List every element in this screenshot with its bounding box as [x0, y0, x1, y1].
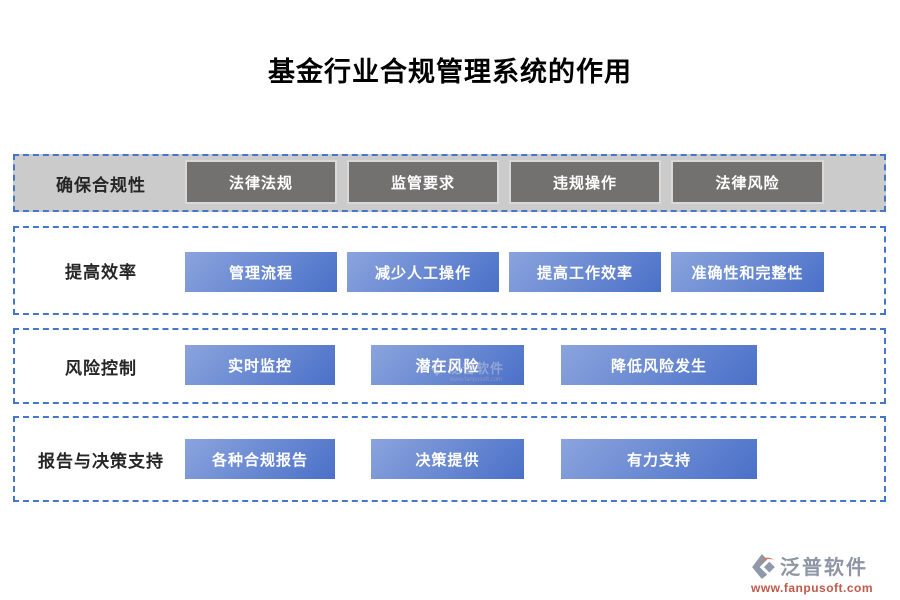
fanpu-logo-lockup: 泛普软件: [751, 551, 873, 580]
row-improve-efficiency: 提高效率 管理流程 减少人工操作 提高工作效率 准确性和完整性: [13, 226, 886, 315]
block-button: 准确性和完整性: [671, 252, 824, 292]
block-button: 提高工作效率: [509, 252, 661, 292]
block-button: 监管要求: [347, 160, 499, 204]
block-button: 各种合规报告: [185, 439, 335, 479]
block-button: 违规操作: [509, 160, 661, 204]
page-title: 基金行业合规管理系统的作用: [268, 57, 632, 87]
fanpu-logo-icon: [752, 553, 775, 579]
row-label: 报告与决策支持: [38, 451, 164, 471]
block-button: 法律风险: [671, 160, 824, 204]
block-button: 实时监控: [185, 345, 335, 385]
block-button: 有力支持: [561, 439, 757, 479]
row-risk-control: 风险控制 实时监控 潜在风险 降低风险发生: [13, 328, 886, 404]
block-button: 决策提供: [371, 439, 524, 479]
block-button: 减少人工操作: [347, 252, 499, 292]
row-label: 提高效率: [65, 263, 137, 282]
row-report-decision-support: 报告与决策支持 各种合规报告 决策提供 有力支持: [13, 416, 886, 502]
block-button: 潜在风险: [371, 345, 524, 385]
block-button: 管理流程: [185, 252, 337, 292]
brand-name: 泛普软件: [780, 557, 868, 579]
block-button: 法律法规: [185, 160, 337, 204]
fanpu-logo: 泛普软件 www.fanpusoft.com: [751, 551, 873, 595]
row-label: 确保合规性: [56, 175, 146, 195]
row-label: 风险控制: [65, 358, 137, 378]
block-button: 降低风险发生: [561, 345, 757, 385]
brand-url: www.fanpusoft.com: [751, 581, 874, 595]
row-ensure-compliance: 确保合规性 法律法规 监管要求 违规操作 法律风险: [13, 154, 886, 212]
